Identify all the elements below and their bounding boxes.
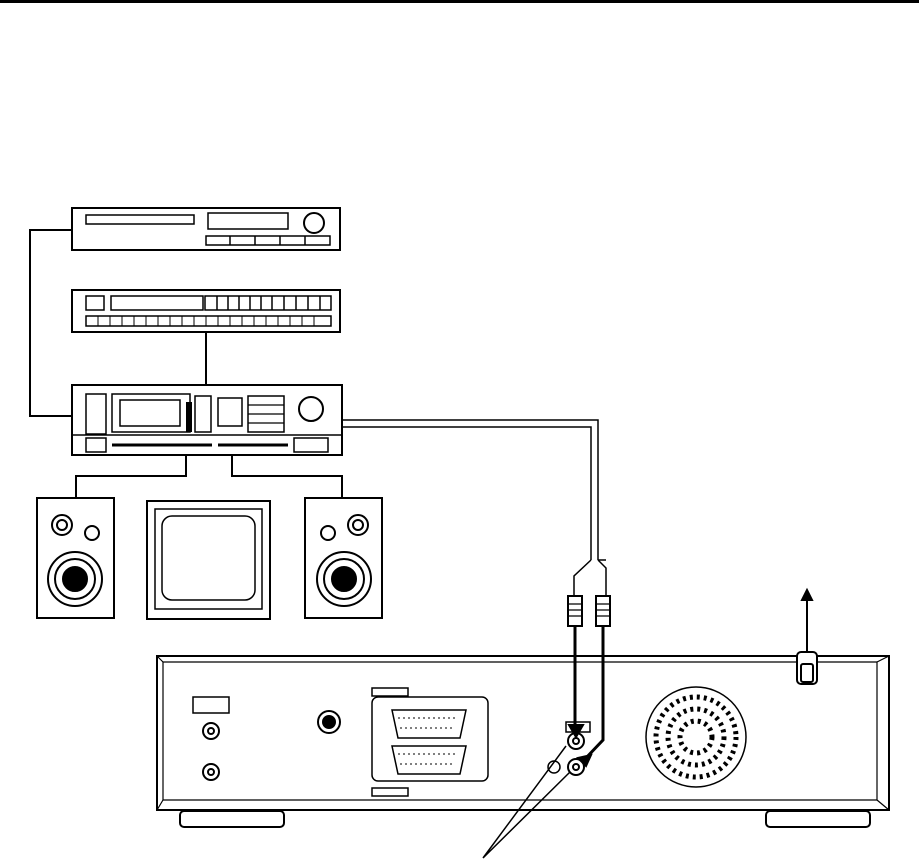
graphic-equalizer-icon [72, 290, 340, 332]
power-cord-icon [797, 590, 817, 684]
speaker-icon [37, 498, 114, 618]
cassette-deck-icon [72, 208, 340, 250]
vcr-rear-panel-icon [157, 656, 889, 827]
tape-deck-cable [30, 230, 72, 416]
amplifier-receiver-icon [72, 385, 342, 455]
right-speaker-cable [232, 455, 342, 498]
rca-audio-plug-icon [568, 560, 610, 644]
speaker-icon [305, 498, 382, 618]
tv-monitor-icon [147, 501, 270, 619]
left-speaker-cable [76, 455, 186, 498]
